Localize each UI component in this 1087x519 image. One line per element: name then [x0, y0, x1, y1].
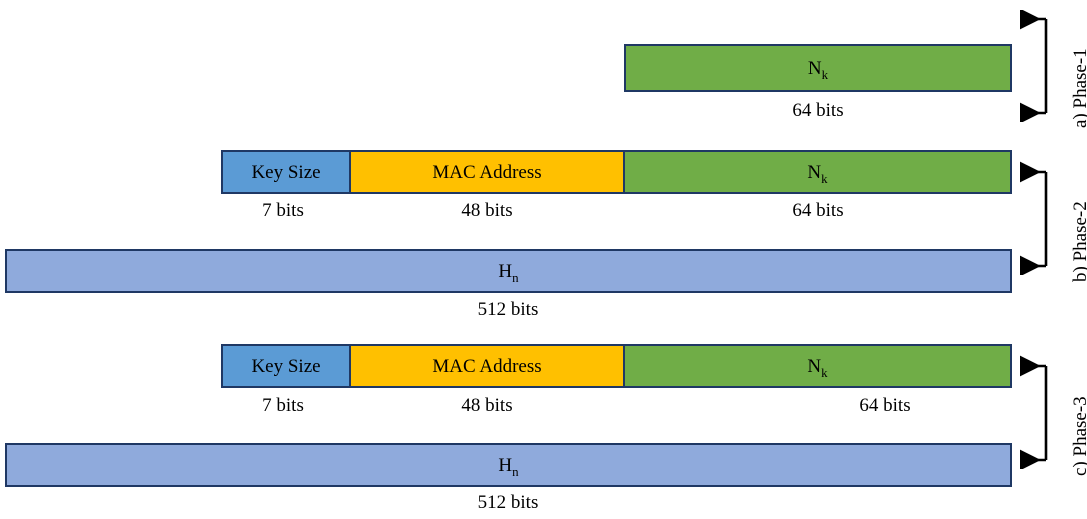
bracket-phase1-svg: [1019, 10, 1048, 122]
bar-phase1-nk: Nk: [624, 44, 1012, 92]
bar-label-nk: Nk: [807, 161, 828, 186]
phase-label-1: a) Phase-1: [1070, 48, 1087, 128]
bits-label-phase2-nk: 64 bits: [792, 200, 844, 221]
bar-phase2-nk: Nk: [624, 150, 1012, 194]
bar-label-subscript: n: [512, 463, 519, 479]
bar-phase3-nk: Nk: [624, 344, 1012, 388]
bar-label-key-size: Key Size: [251, 161, 321, 183]
bits-label-phase3-key-size: 7 bits: [262, 395, 304, 416]
bracket-phase-3: [1008, 354, 1052, 469]
bar-phase3-key-size: Key Size: [221, 344, 350, 388]
bracket-phase3-svg: [1019, 355, 1048, 469]
bits-label-phase2-mac-address: 48 bits: [461, 200, 513, 221]
bar-label-key-size: Key Size: [251, 355, 321, 377]
phase-label-2: b) Phase-2: [1070, 201, 1087, 282]
phase-label-3: c) Phase-3: [1070, 396, 1087, 476]
bar-label-mac-address: MAC Address: [432, 161, 542, 183]
bar-phase2-mac-address: MAC Address: [350, 150, 624, 194]
bar-label-hn: Hn: [498, 260, 519, 285]
bits-label-phase3-mac-address: 48 bits: [461, 395, 513, 416]
bracket-phase2-svg: [1019, 161, 1048, 275]
bar-label-subscript: k: [821, 66, 829, 82]
bar-label-nk: Nk: [807, 57, 829, 82]
bar-phase3-hn: Hn: [5, 443, 1012, 487]
bits-label-phase2-hn: 512 bits: [477, 299, 539, 320]
bar-phase3-mac-address: MAC Address: [350, 344, 624, 388]
bits-label-phase2-key-size: 7 bits: [262, 200, 304, 221]
bar-label-hn: Hn: [498, 454, 519, 479]
bits-label-phase1-nk: 64 bits: [792, 100, 844, 121]
bar-label-subscript: k: [821, 170, 828, 186]
bits-label-phase3-hn: 512 bits: [477, 492, 539, 513]
bar-phase2-key-size: Key Size: [221, 150, 350, 194]
bar-label-subscript: n: [512, 269, 519, 285]
bracket-phase-1: [1008, 10, 1052, 122]
bar-label-subscript: k: [821, 364, 828, 380]
bar-label-mac-address: MAC Address: [432, 355, 542, 377]
bracket-phase-2: [1008, 160, 1052, 275]
bar-phase2-hn: Hn: [5, 249, 1012, 293]
bar-label-nk: Nk: [807, 355, 828, 380]
bits-label-phase3-nk: 64 bits: [859, 395, 911, 416]
